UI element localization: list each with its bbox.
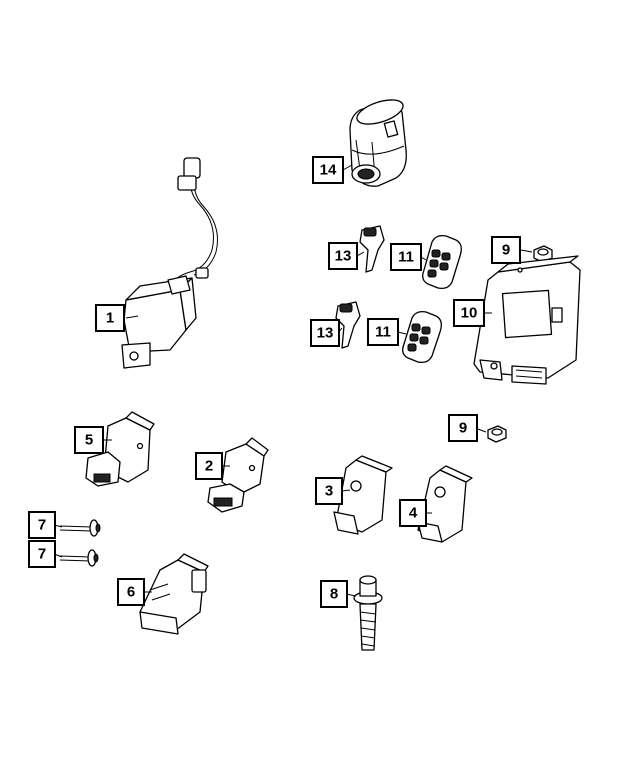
callout-7-lower: 7: [28, 540, 56, 568]
callout-14-label: 14: [320, 162, 337, 179]
callout-6: 6: [117, 578, 145, 606]
part-3-sensor: [333, 455, 393, 535]
part-1-receiver-module: [121, 157, 218, 369]
callout-9-upper: 9: [491, 236, 521, 264]
part-13-key-upper: [359, 225, 385, 273]
callout-8: 8: [320, 580, 348, 608]
callout-11-upper-label: 11: [398, 249, 414, 266]
part-7-rivet-upper: [59, 519, 101, 537]
callout-13-upper-label: 13: [335, 248, 352, 265]
callout-1-label: 1: [106, 310, 114, 327]
callout-11-upper: 11: [390, 243, 422, 271]
callout-2: 2: [195, 452, 223, 480]
part-5-bracket: [85, 411, 155, 487]
callout-10: 10: [453, 299, 485, 327]
callout-13-lower: 13: [310, 319, 340, 347]
callout-2-label: 2: [205, 458, 213, 475]
callout-9-lower: 9: [448, 414, 478, 442]
callout-1: 1: [95, 304, 125, 332]
part-7-rivet-lower: [59, 549, 99, 567]
callout-13-lower-label: 13: [317, 325, 334, 342]
part-9-nut-lower: [487, 425, 507, 443]
callout-7-upper: 7: [28, 511, 56, 539]
callout-13-upper: 13: [328, 242, 358, 270]
part-11-key-fob-upper: [422, 234, 462, 290]
callout-11-lower: 11: [367, 318, 399, 346]
callout-3: 3: [315, 477, 343, 505]
part-10-control-module: [473, 255, 581, 385]
part-8-bolt: [353, 575, 383, 651]
callout-9-lower-label: 9: [459, 420, 467, 437]
callout-5-label: 5: [85, 432, 93, 449]
callout-9-upper-label: 9: [502, 242, 510, 259]
callout-7-upper-label: 7: [38, 517, 46, 534]
part-6-module: [139, 553, 209, 635]
callout-4-label: 4: [409, 505, 418, 522]
callout-8-label: 8: [330, 586, 338, 603]
callout-7-lower-label: 7: [38, 546, 46, 563]
part-9-nut-upper: [533, 245, 553, 263]
callout-14: 14: [312, 156, 344, 184]
part-2-sensor: [207, 437, 269, 513]
callout-4: 4: [399, 499, 427, 527]
callout-10-label: 10: [461, 305, 478, 322]
part-14-ignition-cylinder: [349, 99, 407, 187]
callout-5: 5: [74, 426, 104, 454]
callout-6-label: 6: [127, 584, 135, 601]
callout-11-lower-label: 11: [375, 324, 391, 341]
part-11-key-fob-lower: [402, 310, 442, 364]
callout-3-label: 3: [325, 483, 333, 500]
